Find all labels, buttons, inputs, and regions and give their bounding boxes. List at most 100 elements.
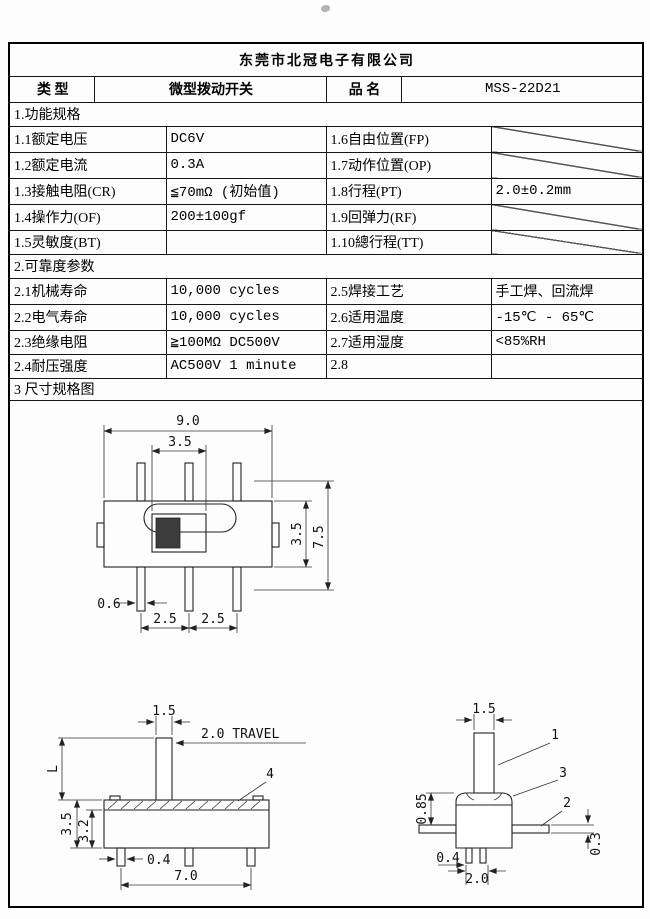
spec-value: 10,000 cycles [165,277,327,305]
callout-text: 4 [266,767,274,782]
spec-label: 2.4耐压强度 [8,353,167,379]
top-view-knob-fill [155,517,181,548]
spec-value: AC500V 1 minute [165,353,327,379]
spec-label: 2.1机械寿命 [8,277,167,305]
dim-text: L [46,764,61,772]
spec-value-na [490,125,644,153]
table-row: 1.3接触电阻(CR) ≦70mΩ (初始值) 1.8行程(PT) 2.0±0.… [8,177,644,205]
dim-side-pin-width: 0.4 [99,853,171,868]
title-row: 东莞市北冠电子有限公司 [8,42,644,77]
spec-value-na [490,229,644,255]
side-view-pins [116,846,256,867]
type-label: 类 型 [8,75,95,103]
spec-value: DC6V [165,125,327,153]
dim-front-pin-width: 0.4 [436,851,465,868]
spec-label: 1.3接触电阻(CR) [8,177,167,205]
callout-1: 1 [497,728,559,765]
dim-text: 0.3 [589,832,604,855]
side-view-rib [252,794,264,801]
spec-value: -15℃ - 65℃ [490,303,644,331]
section-reliability-title: 2.可靠度参数 [8,253,644,279]
side-view-body [103,798,270,849]
front-view-lever [473,731,495,794]
front-view-body [455,791,513,849]
spec-value-na [490,151,644,179]
spec-label: 2.5焊接工艺 [325,277,492,305]
dim-top-overall-height: 7.5 [254,480,334,590]
product-name-value: MSS-22D21 [400,75,644,103]
top-view-left-tab [96,521,105,548]
drawing-row: 9.0 3.5 3.5 [8,399,644,907]
dim-text: 2.5 [153,612,176,627]
table-row: 2.2电气寿命 10,000 cycles 2.6适用温度 -15℃ - 65℃ [8,303,644,331]
dim-side-pin-span: 7.0 [120,867,252,890]
top-view-pins [136,461,242,612]
top-view-slot [143,502,237,533]
dim-front-lever-width: 1.5 [456,702,512,730]
dim-step-height: 0.85 [415,792,454,825]
spec-value: 200±100gf [165,203,327,231]
dim-lever-height: L [46,737,154,800]
side-view-hatching [107,800,261,809]
callout-2: 2 [540,796,571,826]
table-row: 2.4耐压强度 AC500V 1 minute 2.8 [8,353,644,379]
spec-value [490,353,644,379]
front-view-right-tab [511,823,550,834]
dim-travel: 2.0 TRAVEL [175,727,306,746]
spec-label: 1.2额定电流 [8,151,167,179]
callout-text: 3 [559,766,567,781]
spec-value: ≦70mΩ (初始值) [165,177,327,205]
spec-label: 1.8行程(PT) [325,177,492,205]
dim-text: 2.5 [201,612,224,627]
product-name-label: 品 名 [325,75,402,103]
dim-text: 1.5 [472,702,495,717]
table-row: 1.2额定电流 0.3A 1.7动作位置(OP) [8,151,644,179]
front-view-pins [465,846,487,864]
scan-artifact [321,5,330,12]
spec-table: 东莞市北冠电子有限公司 类 型 微型拨动开关 品 名 MSS-22D21 1.功… [8,42,645,908]
dim-body-width: 9.0 [103,414,273,498]
dim-text: 0.85 [415,793,430,824]
dim-text: 1.5 [152,704,175,719]
dim-text: 9.0 [176,414,199,429]
side-view-lever [155,736,173,801]
front-view: 1.5 0.85 0.3 [415,702,604,887]
spec-label: 1.4操作力(OF) [8,203,167,231]
dim-text: 3.5 [168,435,191,450]
callout-text: 2 [563,796,571,811]
dim-top-body-height: 3.5 [274,500,312,567]
dim-text: 2.0 [465,872,488,887]
section-row: 1.功能规格 [8,101,644,127]
callout-text: 1 [551,728,559,743]
header-row: 类 型 微型拨动开关 品 名 MSS-22D21 [8,75,644,103]
side-view: 1.5 2.0 TRAVEL L [46,704,306,890]
dim-tab-thickness: 0.3 [551,808,604,855]
spec-value: 10,000 cycles [165,303,327,331]
dim-side-lever-width: 1.5 [138,704,190,735]
top-view-knob [151,512,207,553]
dim-text: 3.2 [77,819,92,842]
spec-label: 2.3绝缘电阻 [8,329,167,355]
dim-text: 0.4 [436,851,460,866]
spec-value [165,229,327,255]
callout-4: 4 [237,767,274,801]
spec-value: <85%RH [490,329,644,355]
dim-text: 3.5 [60,812,75,835]
table-row: 2.3绝缘电阻 ≧100MΩ DC500V 2.7适用湿度 <85%RH [8,329,644,355]
section-functional-title: 1.功能规格 [8,101,644,127]
spec-label: 1.6自由位置(FP) [325,125,492,153]
dim-text: 0.4 [147,853,171,868]
section-dimensions-title: 3 尺寸规格图 [8,377,644,401]
spec-label: 2.6适用温度 [325,303,492,331]
dimension-drawings: 9.0 3.5 3.5 [46,414,604,890]
spec-value: 0.3A [165,151,327,179]
table-row: 1.4操作力(OF) 200±100gf 1.9回弹力(RF) [8,203,644,231]
side-view-rib [109,794,121,801]
front-view-left-tab [418,823,457,834]
dim-text: 2.0 TRAVEL [201,727,279,742]
spec-value: 手工焊、回流焊 [490,277,644,305]
table-row: 2.1机械寿命 10,000 cycles 2.5焊接工艺 手工焊、回流焊 [8,277,644,305]
dim-top-pin-pitch: 2.5 2.5 [140,612,238,633]
spec-label: 1.9回弹力(RF) [325,203,492,231]
